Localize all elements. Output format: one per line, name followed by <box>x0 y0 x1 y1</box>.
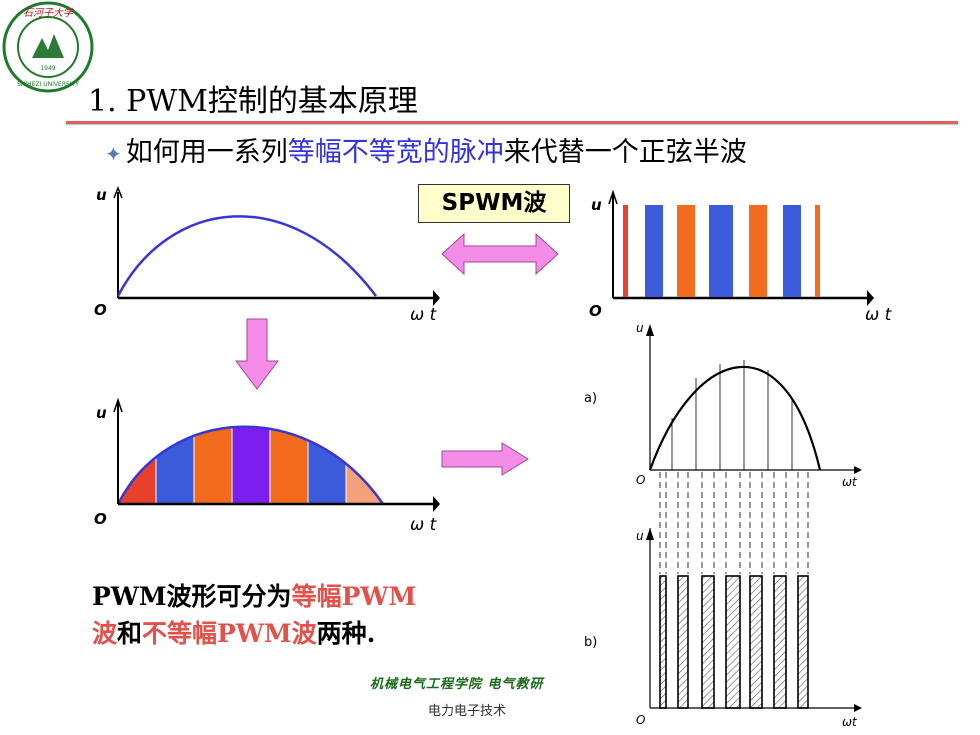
y-axis-a-arrow-icon <box>646 324 654 336</box>
pulse-2 <box>645 205 663 297</box>
wt-label: ω t <box>410 305 438 325</box>
summary-s2: 等幅PWM波 <box>92 582 417 648</box>
university-logo: 1949 SHIHEZI UNIVERSITY 石河子大学 <box>2 1 94 93</box>
wt-label-a: ωt <box>842 475 858 489</box>
origin-label-b: O <box>636 713 645 727</box>
spwm-pulse-plot: u O ω t <box>589 189 893 325</box>
origin-label: O <box>94 510 107 528</box>
panel-b-label: b) <box>584 635 597 650</box>
wt-label-b: ωt <box>842 715 858 729</box>
title-divider-shadow <box>66 124 958 125</box>
summary-s4: 不等幅PWM波 <box>142 619 317 648</box>
x-axis-arrow-icon <box>867 290 874 306</box>
summary-text: PWM波形可分为等幅PWM波和不等幅PWM波两种. <box>92 578 432 652</box>
footer-course: 电力电子技术 <box>428 704 507 719</box>
summary-s1: PWM波形可分为 <box>92 582 292 611</box>
wt-label: ω t <box>410 515 438 535</box>
wt-label: ω t <box>865 305 893 325</box>
u-label: u <box>96 186 107 204</box>
pulse-5 <box>749 205 767 297</box>
pulse-1 <box>623 205 628 297</box>
pulse-4 <box>709 205 733 297</box>
bullet-text: ✦如何用一系列等幅不等宽的脉冲来代替一个正弦半波 <box>105 130 747 169</box>
bullet-highlight: 等幅不等宽的脉冲 <box>287 137 504 168</box>
segmented-sine-plot: u O ω t <box>94 397 440 535</box>
panel-a-label: a) <box>584 391 597 406</box>
hatched-pulses <box>659 575 809 709</box>
u-label: u <box>96 404 107 422</box>
u-label: u <box>591 196 602 214</box>
bullet-part2: 来代替一个正弦半波 <box>503 137 747 168</box>
title-divider <box>66 121 958 124</box>
pulse-6 <box>783 205 801 297</box>
pulse-7 <box>815 205 820 297</box>
u-label-b: u <box>636 529 644 543</box>
y-axis-arrow-icon <box>113 397 123 413</box>
logo-ring-text: SHIHEZI UNIVERSITY <box>17 81 79 88</box>
y-axis-arrow-icon <box>113 185 123 199</box>
origin-label-a: O <box>636 473 645 487</box>
sine-curve <box>116 215 377 297</box>
dashed-connectors <box>659 472 809 574</box>
bullet-part1: 如何用一系列 <box>125 137 288 168</box>
page-title: 1. PWM控制的基本原理 <box>88 84 418 119</box>
sine-curve-a <box>648 366 822 471</box>
x-axis-arrow-icon <box>433 290 440 306</box>
footer-department: 机械电气工程学院 电气教研 <box>370 677 544 692</box>
sine-half-wave-plot: u O ω t <box>94 185 440 325</box>
textbook-figure: u a) O ωt u b) O ωt <box>584 321 862 729</box>
pulse-3 <box>677 205 695 297</box>
double-arrow-icon <box>441 232 559 276</box>
sine-curve <box>116 425 385 505</box>
summary-s3: 和 <box>117 619 143 648</box>
x-axis-b-arrow-icon <box>854 704 862 712</box>
logo-year: 1949 <box>40 65 55 72</box>
origin-label: O <box>589 302 602 320</box>
spwm-label-box: SPWM波 <box>418 184 570 223</box>
u-label-a: u <box>636 321 644 335</box>
logo-top-text: 石河子大学 <box>23 7 74 19</box>
x-axis-arrow-icon <box>433 496 440 512</box>
origin-label: O <box>94 301 107 319</box>
x-axis-a-arrow-icon <box>854 466 862 474</box>
down-arrow-icon <box>235 318 279 390</box>
summary-s5: 两种. <box>316 619 376 648</box>
y-axis-arrow-icon <box>608 189 618 205</box>
y-axis-b-arrow-icon <box>646 528 654 540</box>
right-arrow-icon <box>441 442 529 476</box>
bullet-diamond-icon: ✦ <box>105 142 122 166</box>
